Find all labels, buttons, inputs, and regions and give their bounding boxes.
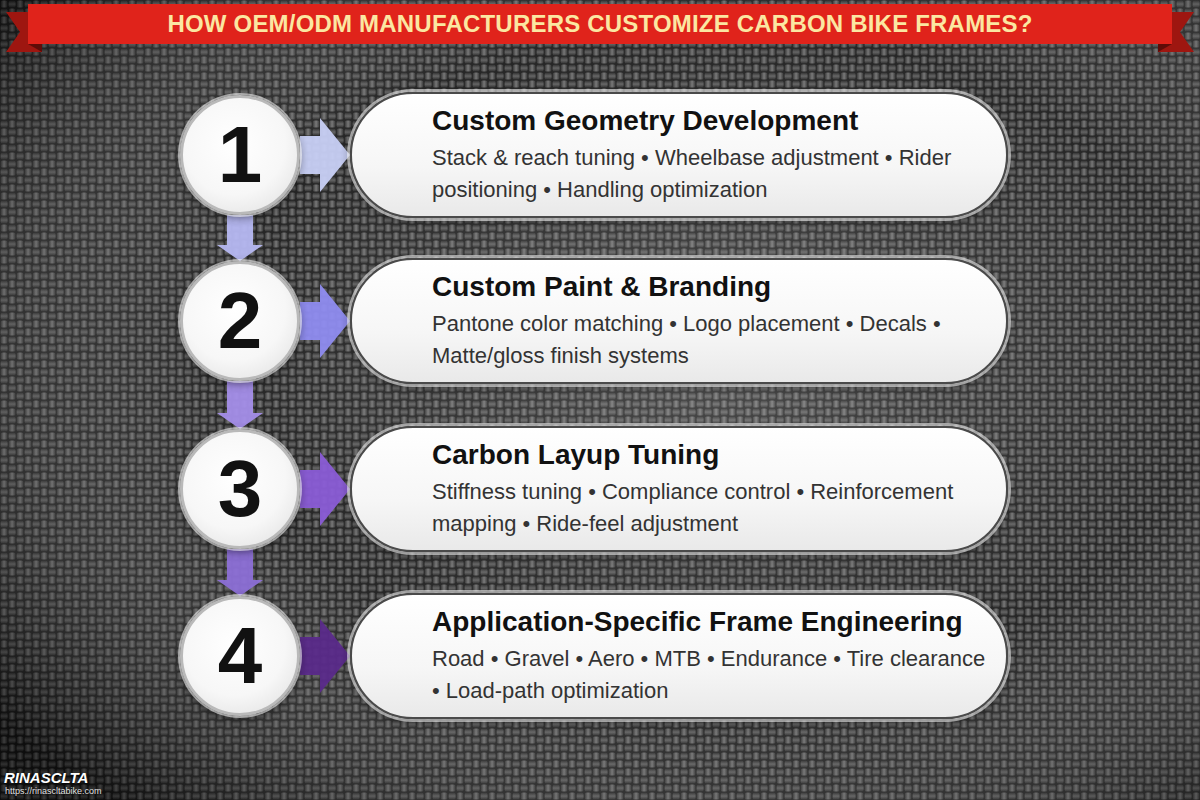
flow-chevron — [217, 215, 263, 261]
step-heading: Carbon Layup Tuning — [432, 438, 990, 472]
step-number: 3 — [218, 449, 263, 529]
step-heading: Custom Geometry Development — [432, 104, 990, 138]
pill-content: Custom Geometry DevelopmentStack & reach… — [352, 104, 1006, 206]
ribbon-band — [28, 4, 1172, 44]
step-circle: 2 — [180, 261, 300, 381]
step-pill: Carbon Layup TuningStiffness tuning • Co… — [350, 426, 1008, 552]
flow-chevron — [217, 381, 263, 429]
step-description: Stiffness tuning • Compliance control • … — [432, 476, 990, 540]
step-arrow — [300, 619, 350, 693]
step-arrow — [300, 452, 350, 526]
brand-watermark: RINASCLTA — [4, 770, 88, 787]
ribbon-fold — [1158, 44, 1172, 52]
pill-content: Custom Paint & BrandingPantone color mat… — [352, 270, 1006, 372]
step-arrow — [300, 284, 350, 358]
flow-chevron — [217, 549, 263, 596]
step-circle: 4 — [180, 596, 300, 716]
step-arrow — [300, 118, 350, 192]
pill-content: Carbon Layup TuningStiffness tuning • Co… — [352, 438, 1006, 540]
step-heading: Custom Paint & Branding — [432, 270, 990, 304]
step-description: Road • Gravel • Aero • MTB • Endurance •… — [432, 643, 990, 707]
ribbon-fold — [28, 44, 42, 52]
step-description: Pantone color matching • Logo placement … — [432, 308, 990, 372]
step-circle: 1 — [180, 95, 300, 215]
step-number: 4 — [218, 616, 263, 696]
step-number: 2 — [218, 281, 263, 361]
step-pill: Custom Geometry DevelopmentStack & reach… — [350, 92, 1008, 218]
step-description: Stack & reach tuning • Wheelbase adjustm… — [432, 142, 990, 206]
title-text: HOW OEM/ODM MANUFACTURERS CUSTOMIZE CARB… — [40, 10, 1160, 38]
step-pill: Custom Paint & BrandingPantone color mat… — [350, 258, 1008, 384]
pill-content: Application-Specific Frame EngineeringRo… — [352, 605, 1006, 707]
step-circle: 3 — [180, 429, 300, 549]
step-heading: Application-Specific Frame Engineering — [432, 605, 990, 639]
step-pill: Application-Specific Frame EngineeringRo… — [350, 593, 1008, 719]
step-number: 1 — [218, 115, 263, 195]
url-watermark: https://rinascltabike.com — [5, 787, 102, 797]
